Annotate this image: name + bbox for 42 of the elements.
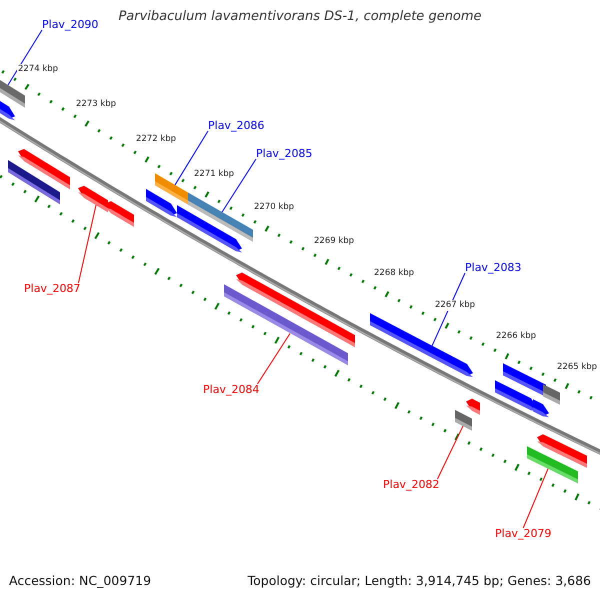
gene-block xyxy=(533,399,549,418)
gene-label: Plav_2079 xyxy=(495,528,552,539)
gene-block xyxy=(466,398,480,415)
genome-info-text: Topology: circular; Length: 3,914,745 bp; Genes: 3,686 xyxy=(248,575,591,588)
gene-block xyxy=(0,101,15,120)
leader-line xyxy=(222,158,256,213)
gene-block xyxy=(177,205,242,252)
gene-block xyxy=(105,201,134,227)
gene-label: Plav_2090 xyxy=(42,19,98,30)
gene-block xyxy=(527,446,578,484)
scale-label: 2272 kbp xyxy=(135,134,178,144)
gene-block xyxy=(224,284,348,366)
scale-label: 2267 kbp xyxy=(434,300,476,310)
gene-block xyxy=(370,313,473,378)
gene-block xyxy=(455,410,472,431)
leader-line xyxy=(522,468,548,528)
scale-label: 2274 kbp xyxy=(17,64,60,74)
gene-label: Plav_2084 xyxy=(203,384,260,395)
leader-line xyxy=(78,204,96,284)
scale-label: 2273 kbp xyxy=(75,99,118,110)
accession-text: Accession: NC_009719 xyxy=(9,575,152,588)
gene-label: Plav_2087 xyxy=(24,283,80,294)
leader-line xyxy=(8,30,42,86)
gene-block xyxy=(146,188,177,218)
gene-label: Plav_2083 xyxy=(465,262,522,273)
scale-label: 2270 kbp xyxy=(253,202,296,212)
scale-label: 2268 kbp xyxy=(373,268,416,278)
gene-label: Plav_2082 xyxy=(383,479,440,490)
scale-label: 2271 kbp xyxy=(193,169,236,180)
gene-label: Plav_2086 xyxy=(208,120,264,131)
gene-block xyxy=(0,80,25,108)
gene-label: Plav_2085 xyxy=(256,148,312,159)
leader-line xyxy=(256,332,290,384)
gene-block xyxy=(543,384,560,405)
scale-label: 2265 kbp xyxy=(556,362,598,372)
leader-line xyxy=(436,425,464,480)
scale-label: 2269 kbp xyxy=(313,236,356,246)
gene-block xyxy=(8,160,60,204)
title: Parvibaculum lavamentivorans DS-1, complete genome xyxy=(117,10,483,23)
leader-line xyxy=(174,130,208,186)
gene-block xyxy=(78,186,108,212)
scale-label: 2266 kbp xyxy=(495,331,538,342)
